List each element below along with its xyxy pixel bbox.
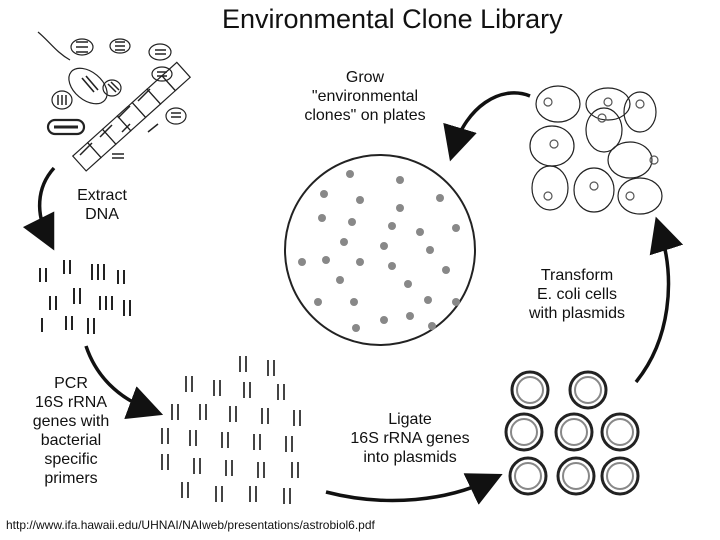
process-arrows [22,91,684,505]
amplified-16s-genes [161,356,301,504]
plasmid-rings [504,370,640,496]
label-ligate: Ligate 16S rRNA genes into plasmids [350,411,470,466]
environmental-sample-cells [37,31,192,172]
extracted-dna-fragments [39,260,131,334]
label-transform: Transform E. coli cells with plasmids [528,267,626,322]
label-grow: Grow "environmental clones" on plates [304,69,426,124]
source-url: http://www.ifa.hawaii.edu/UHNAI/NAIweb/p… [6,518,375,532]
agar-plate [284,154,476,346]
diagram-title: Environmental Clone Library [222,4,563,34]
label-pcr: PCR 16S rRNA genes with bacterial specif… [32,375,110,487]
e-coli-cells [529,85,663,215]
label-extract-dna: Extract DNA [77,187,127,223]
